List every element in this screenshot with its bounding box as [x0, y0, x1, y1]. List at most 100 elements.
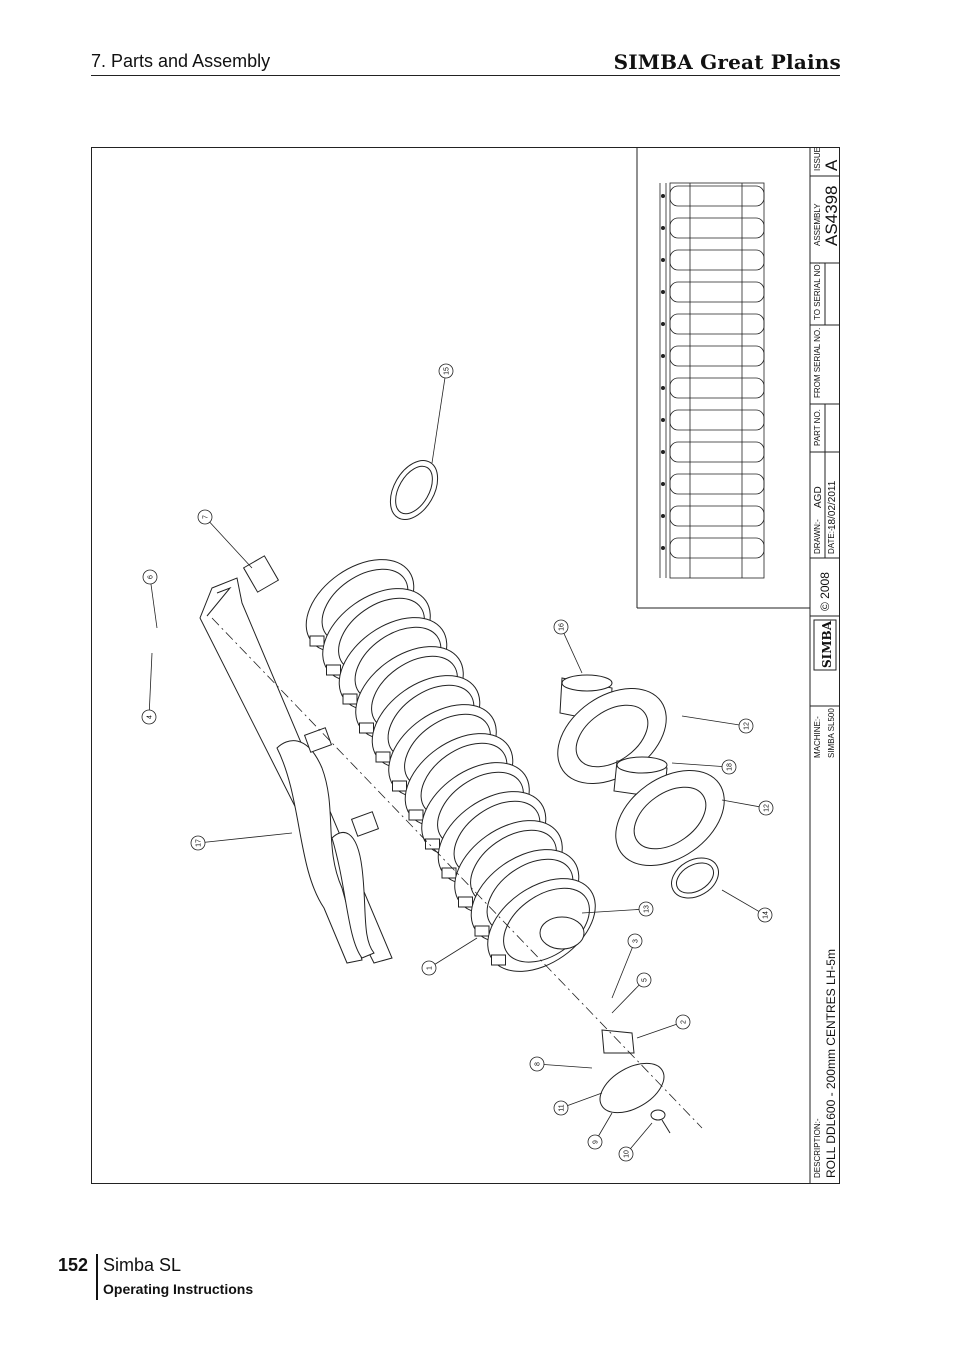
overview-bolt — [661, 290, 665, 294]
scraper-bracket — [425, 838, 440, 850]
callout-bubble — [553, 1100, 569, 1116]
document-subtitle: Operating Instructions — [103, 1281, 254, 1297]
scraper-bracket — [359, 722, 374, 734]
callout-number: 11 — [559, 1104, 566, 1111]
assembly-label: ASSEMBLY — [813, 203, 822, 246]
flange-11 — [599, 1062, 665, 1114]
callout-number: 16 — [559, 623, 566, 631]
overview-discs — [661, 185, 765, 559]
simba-logo: SIMBA — [813, 619, 837, 671]
scraper-bracket — [491, 954, 506, 966]
overview-bolt — [661, 514, 665, 518]
callout-leader — [671, 762, 730, 768]
header-divider — [91, 75, 840, 76]
callout-number: 12 — [764, 804, 771, 812]
scraper-bracket — [392, 780, 407, 792]
callout-leader — [636, 1021, 684, 1039]
overview-bolt — [661, 194, 665, 198]
callout-bubble — [627, 933, 643, 949]
scraper-bracket — [309, 635, 325, 647]
copyright-text: © 2008 — [818, 572, 832, 611]
callout-bubble — [638, 901, 654, 917]
overview-bolt — [661, 258, 665, 262]
callout-leader — [721, 799, 767, 809]
callout-number: 9 — [593, 1140, 600, 1144]
date-label: DATE:- — [827, 528, 836, 554]
callout-number: 18 — [727, 763, 734, 771]
roll-overview-drawing — [659, 182, 765, 579]
callout-bubble — [757, 907, 773, 923]
callout-leader — [611, 940, 636, 999]
callout-leader — [721, 889, 766, 916]
overview-disc — [669, 249, 765, 271]
from-serial-label: FROM SERIAL NO. — [813, 328, 822, 398]
assembly-value: AS4398 — [822, 186, 839, 247]
scraper-bracket — [458, 896, 473, 908]
overview-bolt — [661, 546, 665, 550]
overview-disc — [669, 473, 765, 495]
callout-number: 13 — [644, 905, 651, 913]
overview-bolt — [661, 226, 665, 230]
callout-leader — [681, 715, 747, 727]
callout-number: 4 — [147, 715, 154, 719]
washer-9 — [650, 1109, 666, 1121]
footer-divider — [96, 1254, 98, 1300]
to-serial-label: TO SERIAL NO. — [813, 262, 822, 320]
callout-bubble — [197, 509, 213, 525]
callout-number: 12 — [744, 722, 751, 730]
overview-disc — [669, 505, 765, 527]
callout-number: 5 — [642, 978, 649, 982]
callout-leader — [149, 576, 158, 629]
callout-bubble — [618, 1146, 634, 1162]
scraper-bracket — [342, 693, 358, 705]
section-title: 7. Parts and Assembly — [91, 51, 271, 71]
issue-label: ISSUE — [813, 148, 822, 171]
part-no-label: PART NO. — [813, 409, 822, 446]
scraper-bracket — [441, 867, 457, 879]
scraper-bracket — [375, 751, 391, 763]
callout-bubble — [738, 718, 754, 734]
callout-bubble — [529, 1056, 545, 1072]
title-block — [636, 148, 839, 1183]
overview-disc — [669, 185, 765, 207]
issue-value: A — [822, 159, 839, 171]
callout-number: 15 — [444, 367, 451, 375]
overview-bolt — [661, 450, 665, 454]
svg-text:SIMBA: SIMBA — [820, 620, 834, 668]
overview-disc — [669, 441, 765, 463]
brand-logo: SIMBA Great Plains — [613, 50, 841, 74]
callout-bubble — [142, 569, 158, 585]
roll-disc-rim — [503, 887, 590, 963]
callout-leader — [431, 370, 447, 464]
callout-number: 7 — [203, 515, 210, 519]
overview-disc — [669, 313, 765, 335]
parts-drawing-sheet: ISSUE A ASSEMBLY AS4398 TO SERIAL NO. FR… — [91, 147, 840, 1184]
callout-leader — [428, 937, 478, 969]
callout-bubble — [758, 800, 774, 816]
callout-number: 1 — [427, 966, 434, 970]
scraper-bracket — [474, 925, 490, 937]
callout-number: 3 — [633, 939, 640, 943]
callout-number: 17 — [196, 839, 203, 847]
overview-disc — [669, 281, 765, 303]
drawn-label: DRAWN:- — [813, 519, 822, 554]
callout-leader — [204, 516, 253, 569]
bearing-2 — [601, 1029, 635, 1054]
callout-leader — [197, 832, 293, 844]
description-value: ROLL DDL600 - 200mm CENTRES LH-5m — [824, 949, 838, 1178]
end-plate-13 — [539, 916, 585, 950]
exploded-assembly-drawing: ISSUE A ASSEMBLY AS4398 TO SERIAL NO. FR… — [141, 148, 839, 1183]
callout-leader — [581, 908, 647, 914]
roll-discs — [305, 559, 596, 972]
page-number: 152 — [58, 1255, 89, 1275]
callout-bubble — [438, 363, 454, 379]
overview-bolt — [661, 386, 665, 390]
overview-disc — [669, 377, 765, 399]
callout-bubble — [141, 709, 157, 725]
overview-bolt — [661, 322, 665, 326]
overview-disc — [669, 537, 765, 559]
machine-value: SIMBA SL500 — [827, 708, 836, 758]
callout-leader — [536, 1063, 593, 1069]
frame-assembly — [199, 555, 393, 964]
